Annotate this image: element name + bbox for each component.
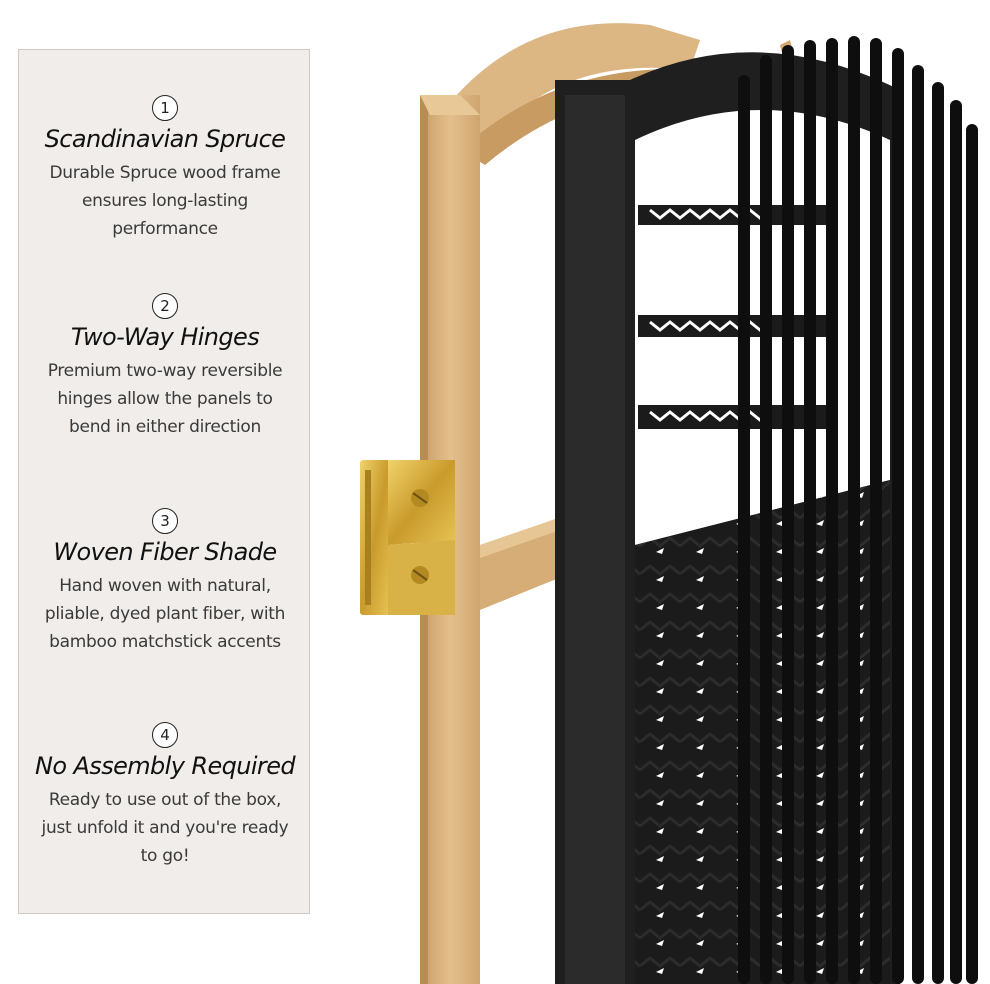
feature-2: 2 Two-Way Hinges Premium two-way reversi… [19, 293, 311, 441]
feature-description: Durable Spruce wood frame ensures long-l… [49, 163, 281, 239]
feature-number-badge: 4 [152, 722, 178, 748]
feature-description: Premium two-way reversible hinges allow … [47, 361, 283, 437]
feature-4: 4 No Assembly Required Ready to use out … [19, 722, 311, 870]
feature-1: 1 Scandinavian Spruce Durable Spruce woo… [19, 95, 311, 243]
features-panel: 1 Scandinavian Spruce Durable Spruce woo… [18, 49, 310, 914]
brass-hinge [360, 460, 455, 615]
feature-description: Ready to use out of the box, just unfold… [41, 790, 289, 866]
bamboo-slats [738, 36, 978, 984]
feature-title: Woven Fiber Shade [53, 538, 277, 566]
feature-number-badge: 2 [152, 293, 178, 319]
feature-title: No Assembly Required [35, 752, 296, 780]
feature-title: Scandinavian Spruce [44, 125, 286, 153]
feature-number-badge: 1 [152, 95, 178, 121]
feature-title: Two-Way Hinges [70, 323, 260, 351]
feature-description: Hand woven with natural, pliable, dyed p… [44, 576, 286, 652]
feature-3: 3 Woven Fiber Shade Hand woven with natu… [19, 508, 311, 656]
feature-number-badge: 3 [152, 508, 178, 534]
